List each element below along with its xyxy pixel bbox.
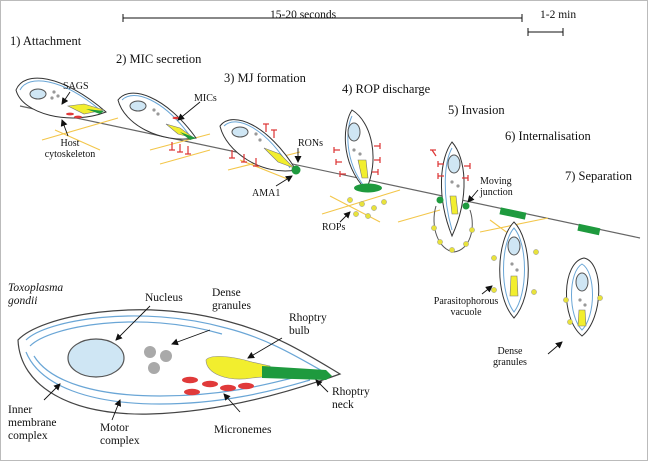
rhoptry-bulb-line1: Rhoptry [289,312,327,324]
microneme-shape [202,380,218,388]
host-label-line2: cytoskeleton [44,149,96,160]
parasite-stage-3 [219,119,301,175]
inner-line3: complex [8,430,48,442]
microneme-shape [238,382,254,390]
timeline-bracket-short [527,28,564,36]
organism-genus: Toxoplasma [8,282,64,294]
label-arrows-bottom [43,305,329,421]
parasitophorous-label-line2: vacuole [450,307,482,318]
moving-label-line2: junction [480,187,513,198]
step-1-label: 1) Attachment [10,34,82,48]
step-4-label: 4) ROP discharge [342,82,431,96]
dense-bottom-line2: granules [212,300,251,312]
rhoptry-neck-shape [262,366,332,380]
step-7-label: 7) Separation [565,169,632,183]
inner-line1: Inner [8,404,33,416]
organism-species: gondii [8,295,38,307]
microneme-shape [220,384,236,392]
parasite-stage-7 [563,223,603,337]
rops-label: ROPs [322,222,346,233]
host-cytoskeleton-label: Host cytoskeleton [40,138,100,160]
inner-line2: membrane [8,417,57,429]
timeline-main-label: 15-20 seconds [270,9,337,21]
microneme-shape [182,376,198,384]
parasite-stage-1 [15,77,107,119]
motor-complex-label: Motor complex [100,422,140,448]
parasite-stage-2 [117,92,197,155]
moving-junction-label: Moving junction [480,176,513,198]
toxoplasma-diagram [17,309,342,415]
step-3-label: 3) MJ formation [224,71,306,85]
sags-label: SAGS [63,81,89,92]
nucleus-shape [67,338,125,378]
mics-label: MICs [194,93,217,104]
motor-line1: Motor [100,422,129,434]
rhoptry-neck-line2: neck [332,399,354,411]
rhoptry-bulb-label: Rhoptry bulb [289,312,327,338]
timeline-bracket-main [122,14,523,22]
parasitophorous-label-line1: Parasitophorous [433,296,499,307]
granule-shape [144,346,156,358]
micronemes-label: Micronemes [214,424,272,436]
parasite-stage-5 [430,141,475,253]
nucleus-label: Nucleus [145,292,183,304]
label-arrows-top [60,91,563,355]
dense-top-line2: granules [493,357,527,368]
organism-name: Toxoplasma gondii [8,282,63,308]
parasite-outer-membrane [17,309,342,415]
dense-top-line1: Dense [497,346,523,357]
step-6-label: 6) Internalisation [505,129,591,143]
step-5-label: 5) Invasion [448,103,505,117]
dense-granules-label-top: Dense granules [482,346,538,368]
granule-shape [160,350,172,362]
ama1-label: AMA1 [252,188,281,199]
step-2-label: 2) MIC secretion [116,52,202,66]
parasite-stage-4 [333,109,387,219]
host-label-line1: Host [60,138,80,149]
rhoptry-neck-label: Rhoptry neck [332,386,370,412]
timeline-short-label: 1-2 min [540,9,577,21]
rons-label: RONs [298,138,324,149]
rhoptry-neck-line1: Rhoptry [332,386,370,398]
host-membrane-line [19,105,641,239]
granule-shape [148,362,160,374]
parasitophorous-vacuole-label: Parasitophorous vacuole [418,296,514,318]
rhoptry-bulb-line2: bulb [289,325,310,337]
dense-bottom-line1: Dense [212,287,241,299]
microneme-shape [184,388,200,396]
inner-membrane-complex-label: Inner membrane complex [8,404,57,443]
parasite-stage-6 [491,207,539,319]
motor-line2: complex [100,435,140,447]
dense-granules-label: Dense granules [212,287,251,313]
moving-label-line1: Moving [480,176,512,187]
